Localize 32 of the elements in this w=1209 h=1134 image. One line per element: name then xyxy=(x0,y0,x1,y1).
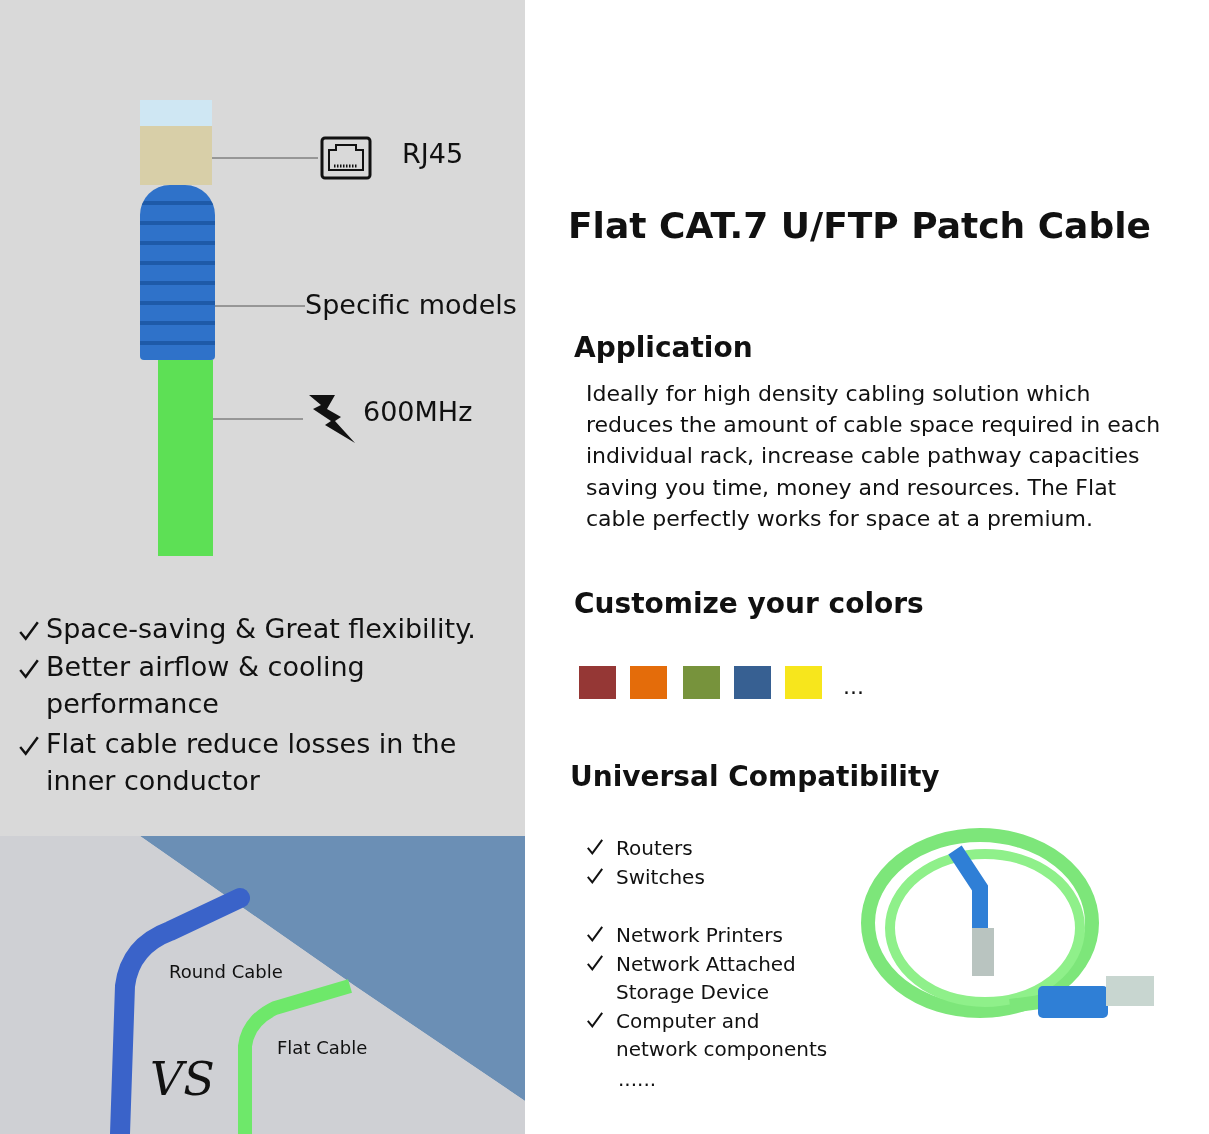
color-swatch xyxy=(683,666,720,699)
device-item: Routers xyxy=(616,835,694,862)
more-items-text: ...... xyxy=(618,1066,658,1093)
cable-caption: Flat Cable xyxy=(277,1036,369,1060)
device-item: Network Attached Storage Device xyxy=(616,951,797,1006)
leader-line xyxy=(214,305,306,307)
feature-text: Flat cable reduce losses in the inner conductor xyxy=(46,727,458,799)
device-item: Network Printers xyxy=(616,922,784,949)
device-item: Switches xyxy=(616,864,706,891)
connector-head xyxy=(140,100,212,185)
leader-line xyxy=(211,157,319,159)
paragraph-text: Ideally for high density cabling solution which reduces the amount of cable space required in each individual rack, increase cable pathway capacities saving you time, money and resources. The Flat cable perfectly works for space at a premium. xyxy=(586,380,1162,533)
callout-label: 600MHz xyxy=(363,396,473,427)
device-item: Computer and network components xyxy=(616,1008,829,1063)
more-colors-text: ... xyxy=(843,673,865,701)
versus-text: VS xyxy=(150,1051,216,1108)
color-swatch xyxy=(734,666,771,699)
callout-label: RJ45 xyxy=(402,138,464,169)
feature-text: Better airflow & cooling performance xyxy=(46,650,366,722)
connector-boot xyxy=(140,185,215,360)
flat-cable xyxy=(158,360,213,556)
color-swatch xyxy=(785,666,822,699)
feature-text: Space-saving & Great flexibility. xyxy=(46,612,477,646)
section-heading: Universal Compatibility xyxy=(570,759,941,795)
section-heading: Customize your colors xyxy=(574,586,925,622)
color-swatch xyxy=(630,666,667,699)
page-title: Flat CAT.7 U/FTP Patch Cable xyxy=(568,205,1151,246)
callout-label: Specific models xyxy=(305,289,517,320)
leader-line xyxy=(212,418,304,420)
section-heading: Application xyxy=(574,330,754,366)
cable-caption: Round Cable xyxy=(169,960,284,984)
color-swatch xyxy=(579,666,616,699)
